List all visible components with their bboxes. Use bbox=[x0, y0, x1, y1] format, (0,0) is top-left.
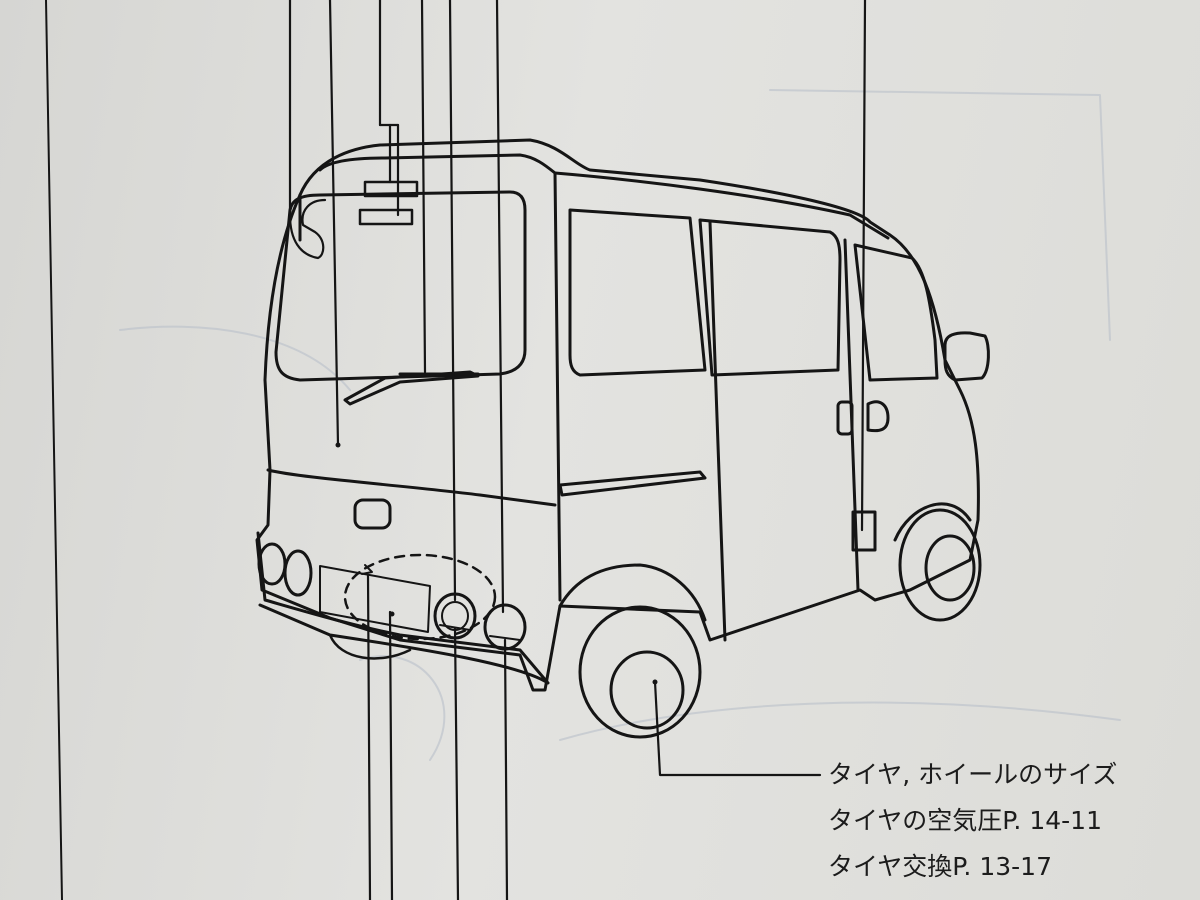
door-rail bbox=[558, 470, 707, 497]
plate-area-highlight bbox=[343, 553, 497, 641]
rear-bumper bbox=[256, 531, 550, 685]
side-window-rear bbox=[568, 208, 707, 377]
rear-lamp-left-1 bbox=[257, 542, 287, 586]
margin-line bbox=[45, 0, 63, 900]
rear-wheel bbox=[578, 605, 702, 739]
fuel-lid bbox=[851, 510, 877, 552]
label-tire-replacement: タイヤ交換P. 13-17 bbox=[828, 852, 1052, 881]
bleed-through bbox=[119, 89, 1121, 761]
label-tire-wheel-size: タイヤ, ホイールのサイズ bbox=[828, 760, 1118, 789]
callout-lines bbox=[288, 0, 867, 900]
side-window-front bbox=[853, 243, 939, 382]
high-mount-lamp-lower bbox=[358, 208, 414, 226]
side-window-slide bbox=[698, 218, 842, 377]
door-handle bbox=[836, 400, 854, 436]
front-wheel bbox=[898, 508, 982, 622]
van-body bbox=[255, 138, 980, 692]
rear-lamp-left-2 bbox=[283, 549, 313, 597]
side-mirror bbox=[943, 331, 990, 382]
rear-wiper bbox=[343, 370, 480, 406]
tire-info-labels: タイヤ, ホイールのサイズ タイヤの空気圧P. 14-11 タイヤ交換P. 13… bbox=[828, 752, 1117, 900]
label-tire-rotation: タイヤローテーションP. bbox=[828, 890, 1117, 900]
label-tire-pressure: タイヤの空気圧P. 14-11 bbox=[828, 806, 1102, 835]
rear-hatch-handle bbox=[353, 498, 392, 530]
rear-window bbox=[274, 190, 527, 382]
